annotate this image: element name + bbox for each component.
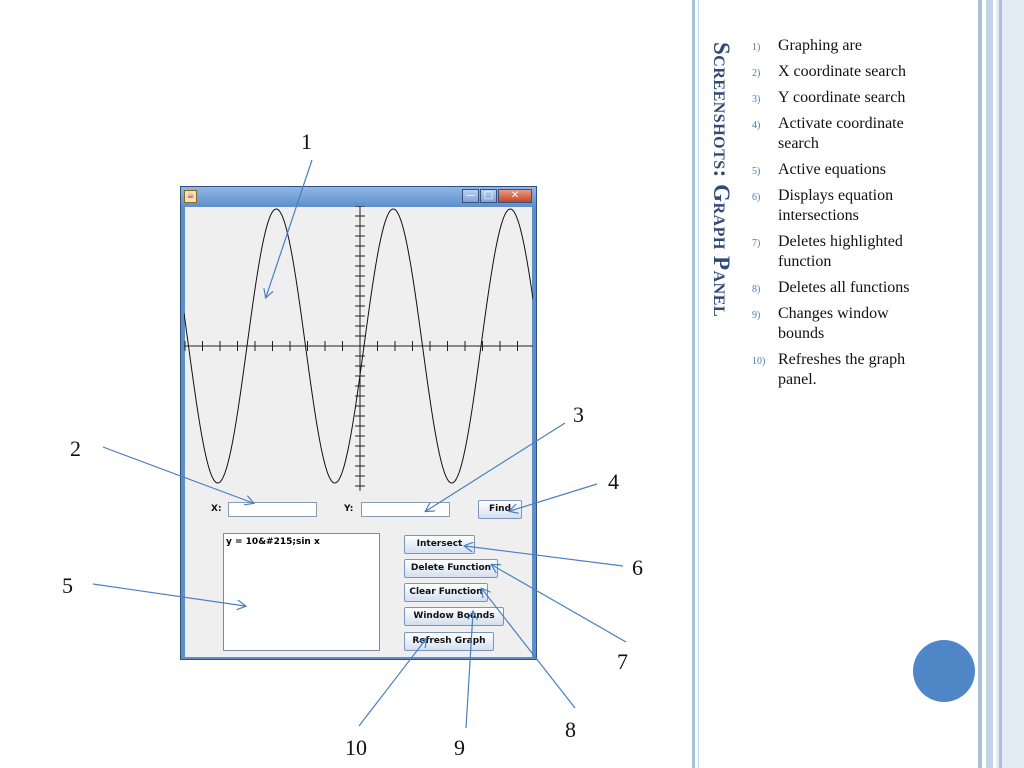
arrow-5 (92, 583, 245, 606)
legend-item: 1)Graphing are (752, 37, 862, 54)
intersect-button[interactable]: Intersect (404, 535, 475, 554)
callout-number-8: 8 (565, 717, 576, 742)
callout-number-10: 10 (345, 735, 367, 760)
legend-item: 10)Refreshes the graph panel. (752, 351, 906, 388)
x-coordinate-input[interactable] (228, 502, 317, 517)
arrow-6 (465, 546, 624, 567)
callout-arrows (92, 159, 627, 729)
x-label: X: (211, 504, 222, 514)
y-label: Y: (344, 504, 354, 514)
arrow-4 (510, 483, 598, 511)
legend-item: 3)Y coordinate search (752, 89, 906, 106)
slide-title-text: Screenshots: Graph Panel (709, 42, 734, 318)
legend-item: 6)Displays equation intersections (752, 187, 894, 224)
minimize-button[interactable]: — (462, 189, 479, 203)
arrow-3 (426, 422, 566, 511)
arrow-9 (465, 612, 473, 729)
callout-number-2: 2 (70, 436, 81, 461)
decor-stripe (999, 0, 1002, 768)
legend-item: 7)Deletes highlighted function (752, 233, 903, 270)
decor-stripe (986, 0, 993, 768)
callout-number-1: 1 (301, 129, 312, 154)
graph-axes (184, 206, 533, 491)
arrow-7 (492, 565, 627, 643)
legend-list: 1)Graphing are 2)X coordinate search 3)Y… (752, 36, 932, 396)
legend-item: 8)Deletes all functions (752, 279, 910, 296)
maximize-button[interactable]: □ (480, 189, 497, 203)
callout-number-4: 4 (608, 469, 619, 494)
legend-item: 2)X coordinate search (752, 63, 906, 80)
decor-stripe (978, 0, 982, 768)
delete-function-button[interactable]: Delete Function (404, 559, 498, 578)
callout-number-5: 5 (62, 573, 73, 598)
callout-number-9: 9 (454, 735, 465, 760)
callout-number-3: 3 (573, 402, 584, 427)
decor-circle (913, 640, 975, 702)
window-bounds-button[interactable]: Window Bounds (404, 607, 504, 626)
graph-panel[interactable] (184, 206, 533, 491)
decor-stripe (698, 0, 699, 768)
legend-item: 4)Activate coordinate search (752, 115, 904, 152)
arrow-10 (358, 639, 426, 727)
arrow-8 (482, 589, 576, 709)
legend-item: 5)Active equations (752, 161, 886, 178)
sine-curve (184, 208, 533, 484)
close-button[interactable]: ✕ (498, 189, 532, 203)
window-titlebar[interactable]: ☕ — □ ✕ (181, 187, 536, 207)
arrow-2 (102, 446, 253, 503)
callout-number-7: 7 (617, 649, 628, 674)
slide-title: Screenshots: Graph Panel (698, 42, 746, 452)
arrow-1 (266, 159, 313, 297)
equation-item[interactable]: y = 10&#215;sin x (226, 537, 320, 547)
callout-number-6: 6 (632, 555, 643, 580)
decor-stripe (692, 0, 695, 768)
active-equations-list[interactable]: y = 10&#215;sin x (223, 533, 380, 651)
legend-item: 9)Changes window bounds (752, 305, 889, 342)
java-cup-icon: ☕ (184, 190, 197, 203)
